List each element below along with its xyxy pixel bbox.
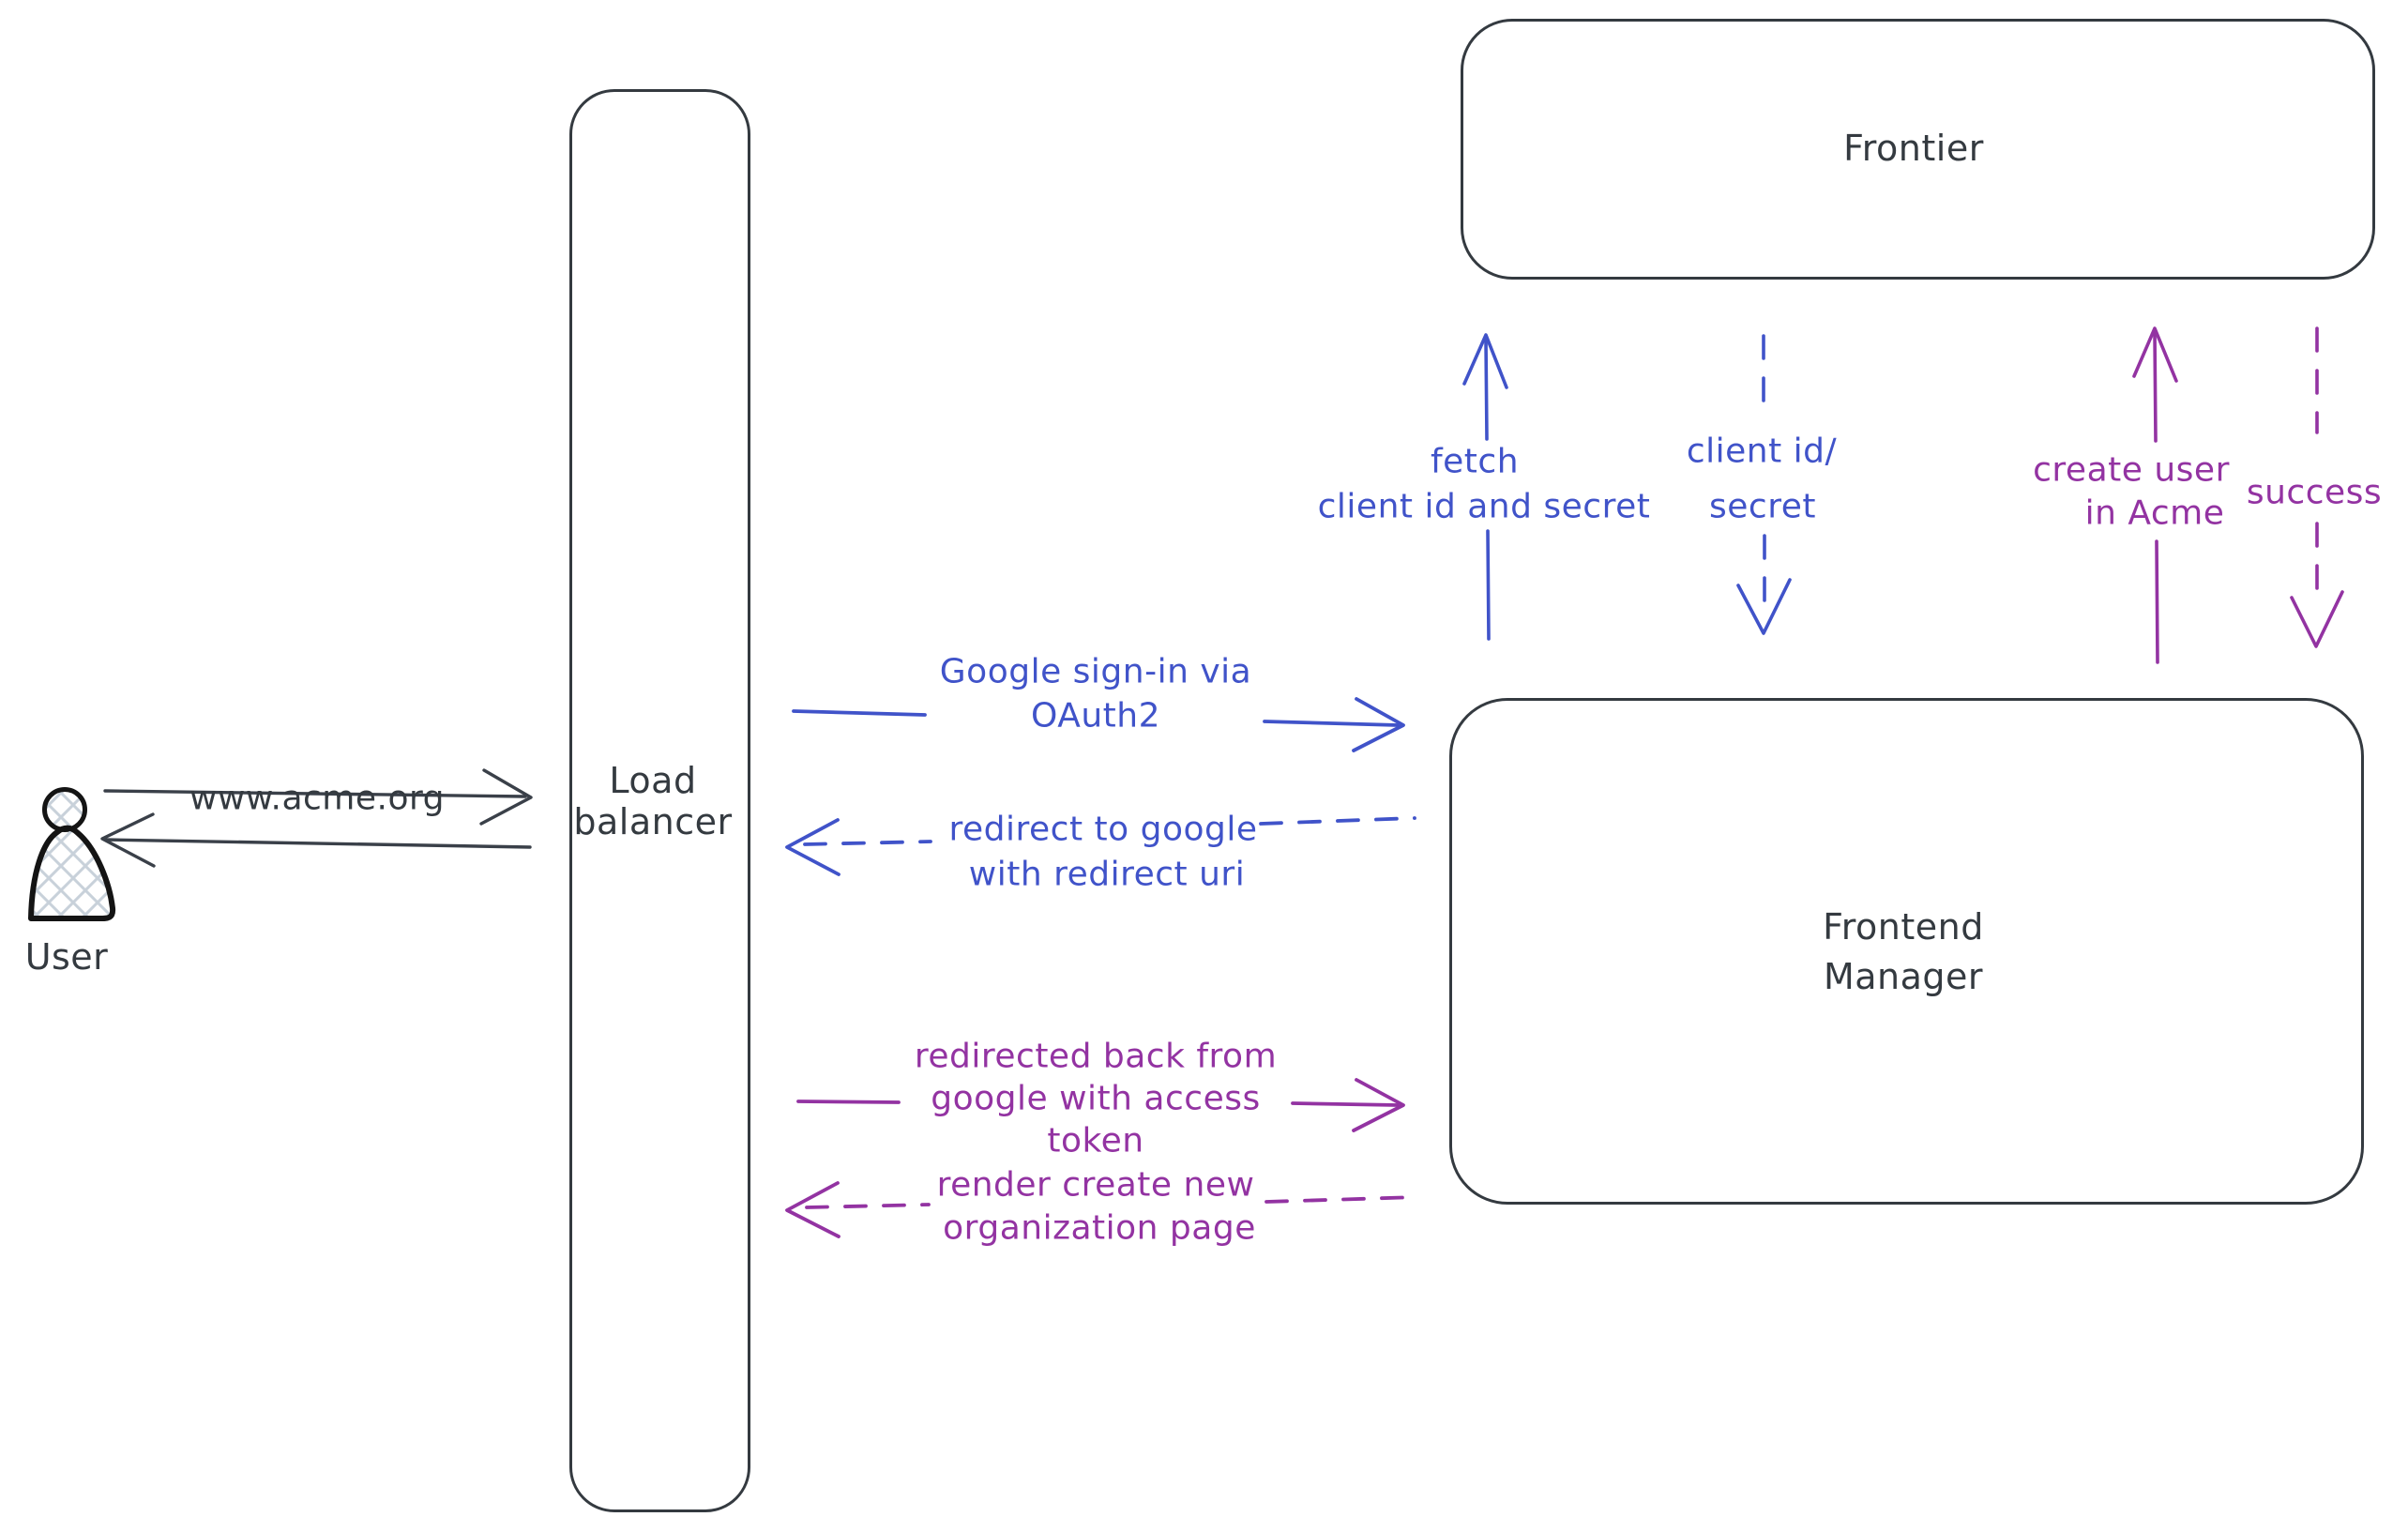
frontend-manager-label-line1: Frontend [1823,906,1984,948]
load-balancer-label-line2: balancer [573,801,733,842]
node-frontend-manager [1449,698,2364,1205]
label-redirected-back-line1: redirected back from [914,1037,1278,1076]
arrow-redirected-back [796,1078,1405,1132]
arrow-success [2290,326,2344,648]
arrow-fetch-client-id [1462,333,1508,641]
label-google-signin-line1: Google sign-in via [939,652,1252,691]
user-label: User [24,936,109,978]
label-client-id-secret-line1: client id/ [1686,432,1838,471]
label-redirect-to-google-line1: redirect to google [948,810,1258,849]
label-fetch-client-id-line1: fetch [1430,442,1520,481]
label-redirect-to-google-line2: with redirect uri [968,855,1246,894]
label-google-signin-line2: OAuth2 [1031,696,1160,736]
label-redirected-back-line2: google with access [931,1079,1261,1118]
person-icon [28,787,116,921]
arrow-user-return [100,812,532,868]
arrow-create-user [2132,326,2178,664]
label-render-create-new-line2: organization page [943,1208,1256,1248]
label-redirected-back-line3: token [1047,1121,1144,1160]
node-frontier [1461,19,2375,280]
arrow-render-create-new [785,1181,1420,1238]
node-load-balancer [569,89,750,1512]
label-www-acme: www.acme.org [189,779,446,818]
label-fetch-client-id-line2: client id and secret [1317,487,1651,526]
arrow-google-signin [792,697,1405,752]
label-create-user-line2: in Acme [2084,493,2225,533]
arrow-client-id-secret [1736,334,1792,635]
label-client-id-secret-line2: secret [1709,487,1816,526]
label-render-create-new-line1: render create new [936,1165,1255,1205]
frontier-label: Frontier [1843,128,1984,169]
frontend-manager-label-line2: Manager [1823,956,1984,997]
arrow-www-acme [103,768,533,826]
label-success: success [2246,473,2383,512]
label-create-user-line1: create user [2033,450,2230,490]
arrow-redirect-to-google [785,816,1416,876]
load-balancer-label-line1: Load [609,760,697,801]
